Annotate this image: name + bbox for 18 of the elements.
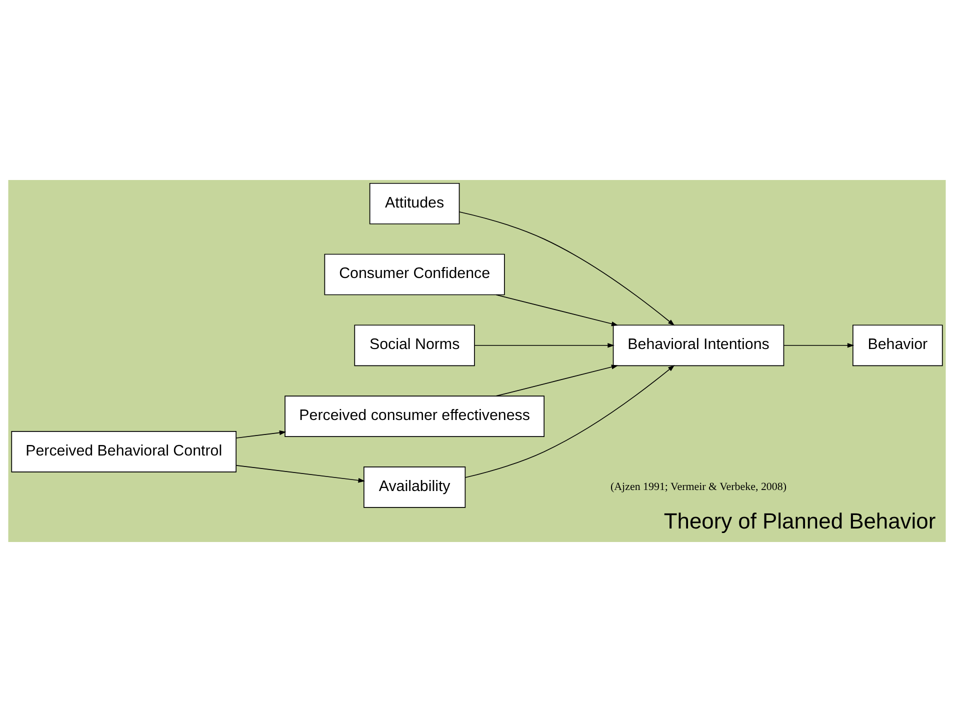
node-box: Perceived consumer effectiveness <box>284 395 544 436</box>
node-box: Attitudes <box>369 182 460 224</box>
node-box: Social Norms <box>354 324 475 366</box>
label: (Ajzen 1991; Vermeir & Verbeke, 2008) <box>610 480 787 493</box>
arrow <box>474 342 614 348</box>
arrow <box>464 364 675 478</box>
arrow <box>458 210 675 326</box>
arrow <box>784 342 854 348</box>
node-box: Consumer Confidence <box>324 253 505 295</box>
node-box: Perceived Behavioral Control <box>11 430 237 472</box>
arrow <box>496 294 618 326</box>
arrow <box>496 364 618 396</box>
node-box: Availability <box>364 466 466 508</box>
node-box: Behavioral Intentions <box>612 324 784 366</box>
arrow <box>236 464 366 482</box>
diagram-title: Theory of Planned Behavior <box>664 508 936 533</box>
node-box: Behavior <box>852 324 943 366</box>
arrow <box>236 430 286 438</box>
